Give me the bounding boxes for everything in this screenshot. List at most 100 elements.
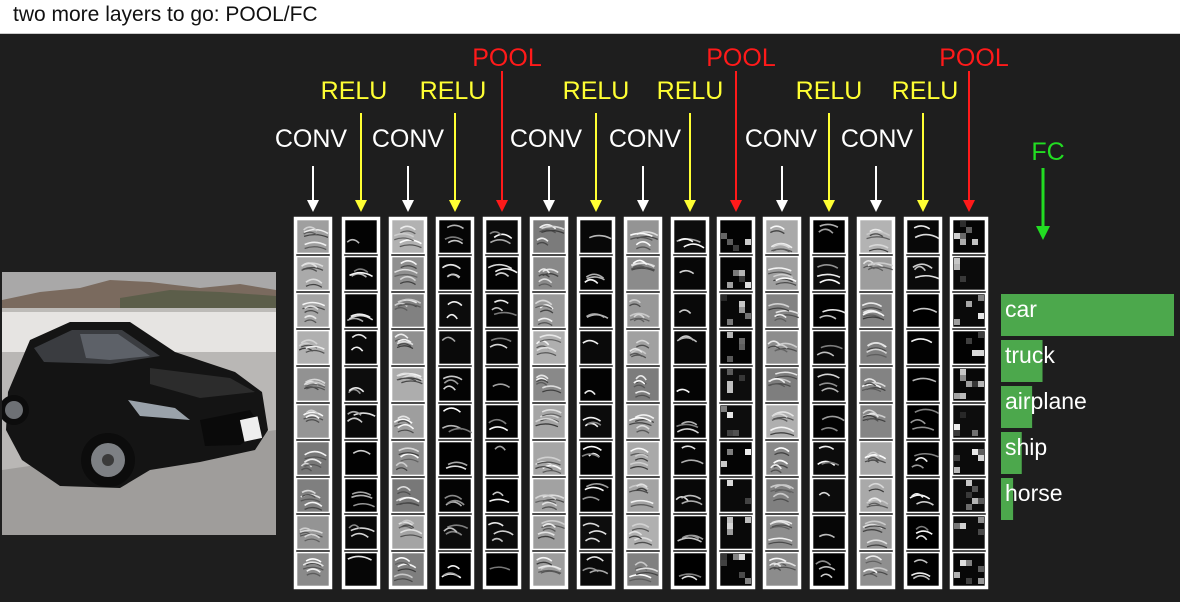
- activation-tile: [484, 403, 520, 440]
- activation-tile: [718, 440, 754, 477]
- relu-arrow-head: [684, 200, 696, 212]
- pool-label: POOL: [706, 44, 776, 72]
- activation-tile: [951, 218, 987, 255]
- activation-tile: [437, 329, 473, 366]
- activation-tile: [295, 440, 331, 477]
- conv-arrow-head: [402, 200, 414, 212]
- activation-tile: [905, 255, 941, 292]
- activation-tile: [625, 292, 661, 329]
- activation-tile: [718, 218, 754, 255]
- activation-tile: [625, 551, 661, 588]
- activation-tile: [811, 514, 847, 551]
- activation-tile: [531, 255, 567, 292]
- activation-tile: [390, 218, 426, 255]
- activation-tile: [811, 218, 847, 255]
- activation-tile: [343, 514, 379, 551]
- activation-tile: [343, 329, 379, 366]
- activation-column-conv: [529, 216, 569, 590]
- activation-tile: [343, 440, 379, 477]
- activation-tile: [295, 551, 331, 588]
- activation-tile: [905, 514, 941, 551]
- conv-label: CONV: [745, 125, 818, 153]
- activation-column-pool: [716, 216, 756, 590]
- conv-arrow-head: [870, 200, 882, 212]
- activation-column-conv: [623, 216, 663, 590]
- activation-tile: [858, 403, 894, 440]
- activation-tile: [437, 440, 473, 477]
- activation-tile: [905, 440, 941, 477]
- activation-tile: [951, 477, 987, 514]
- conv-label: CONV: [372, 125, 445, 153]
- activation-tile: [578, 551, 614, 588]
- prediction-bar: [1001, 432, 1022, 474]
- activation-tile: [578, 255, 614, 292]
- pool-label: POOL: [472, 44, 542, 72]
- activation-tile: [905, 329, 941, 366]
- activation-tile: [437, 255, 473, 292]
- activation-tile: [484, 218, 520, 255]
- activation-tile: [437, 218, 473, 255]
- activation-tile: [858, 514, 894, 551]
- relu-arrow-head: [917, 200, 929, 212]
- activation-tile: [343, 551, 379, 588]
- header-bar: two more layers to go: POOL/FC: [0, 0, 1180, 34]
- activation-tile: [672, 477, 708, 514]
- activation-tile: [390, 514, 426, 551]
- activation-tile: [484, 255, 520, 292]
- activation-tile: [484, 514, 520, 551]
- activation-tile: [295, 329, 331, 366]
- prediction-bar: [1001, 478, 1014, 520]
- activation-tile: [764, 514, 800, 551]
- activation-tile: [858, 366, 894, 403]
- activation-tile: [764, 329, 800, 366]
- activation-tile: [390, 551, 426, 588]
- conv-label: CONV: [275, 125, 348, 153]
- relu-label: RELU: [563, 77, 630, 105]
- activation-tile: [531, 218, 567, 255]
- activation-tile: [811, 551, 847, 588]
- activation-tile: [295, 255, 331, 292]
- activation-tile: [811, 329, 847, 366]
- activation-columns: [293, 216, 989, 590]
- prediction-ship: ship: [1001, 432, 1047, 474]
- activation-tile: [764, 477, 800, 514]
- pool-arrow-head: [963, 200, 975, 212]
- activation-tile: [625, 218, 661, 255]
- activation-tile: [905, 551, 941, 588]
- activation-tile: [764, 551, 800, 588]
- fc-annotation: FC: [1031, 138, 1065, 240]
- activation-column-relu: [576, 216, 616, 590]
- activation-tile: [484, 292, 520, 329]
- activation-tile: [531, 366, 567, 403]
- activation-tile: [390, 403, 426, 440]
- activation-tile: [390, 477, 426, 514]
- activation-tile: [578, 329, 614, 366]
- activation-column-conv: [293, 216, 333, 590]
- activation-tile: [343, 477, 379, 514]
- activation-tile: [951, 403, 987, 440]
- activation-tile: [951, 514, 987, 551]
- activation-tile: [343, 366, 379, 403]
- activation-tile: [905, 477, 941, 514]
- activation-tile: [578, 292, 614, 329]
- activation-tile: [718, 292, 754, 329]
- activation-tile: [437, 403, 473, 440]
- activation-tile: [672, 255, 708, 292]
- activation-tile: [951, 551, 987, 588]
- activation-tile: [858, 551, 894, 588]
- layer-annotations: CONVRELUCONVRELUPOOLCONVRELUCONVRELUPOOL…: [275, 44, 1009, 212]
- activation-tile: [905, 366, 941, 403]
- activation-tile: [858, 255, 894, 292]
- pool-arrow-head: [730, 200, 742, 212]
- prediction-label: airplane: [1005, 388, 1087, 414]
- activation-tile: [811, 255, 847, 292]
- prediction-label: horse: [1005, 480, 1063, 506]
- activation-tile: [905, 218, 941, 255]
- activation-tile: [951, 255, 987, 292]
- activation-tile: [672, 218, 708, 255]
- activation-tile: [811, 403, 847, 440]
- activation-tile: [531, 477, 567, 514]
- activation-tile: [343, 292, 379, 329]
- conv-label: CONV: [510, 125, 583, 153]
